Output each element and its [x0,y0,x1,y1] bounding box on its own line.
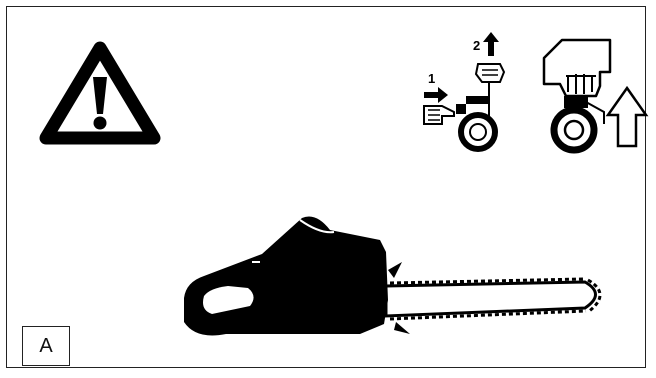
arrow-up-icon [608,88,646,146]
warning-triangle-icon [46,48,154,138]
step-2-label: 2 [473,38,480,53]
brake-release-hand-icon: 1 2 [424,32,504,149]
figure-label: A [22,326,70,366]
pull-starter-hand-icon [544,40,610,150]
chainsaw-icon [184,217,600,336]
step-1-label: 1 [428,71,435,86]
